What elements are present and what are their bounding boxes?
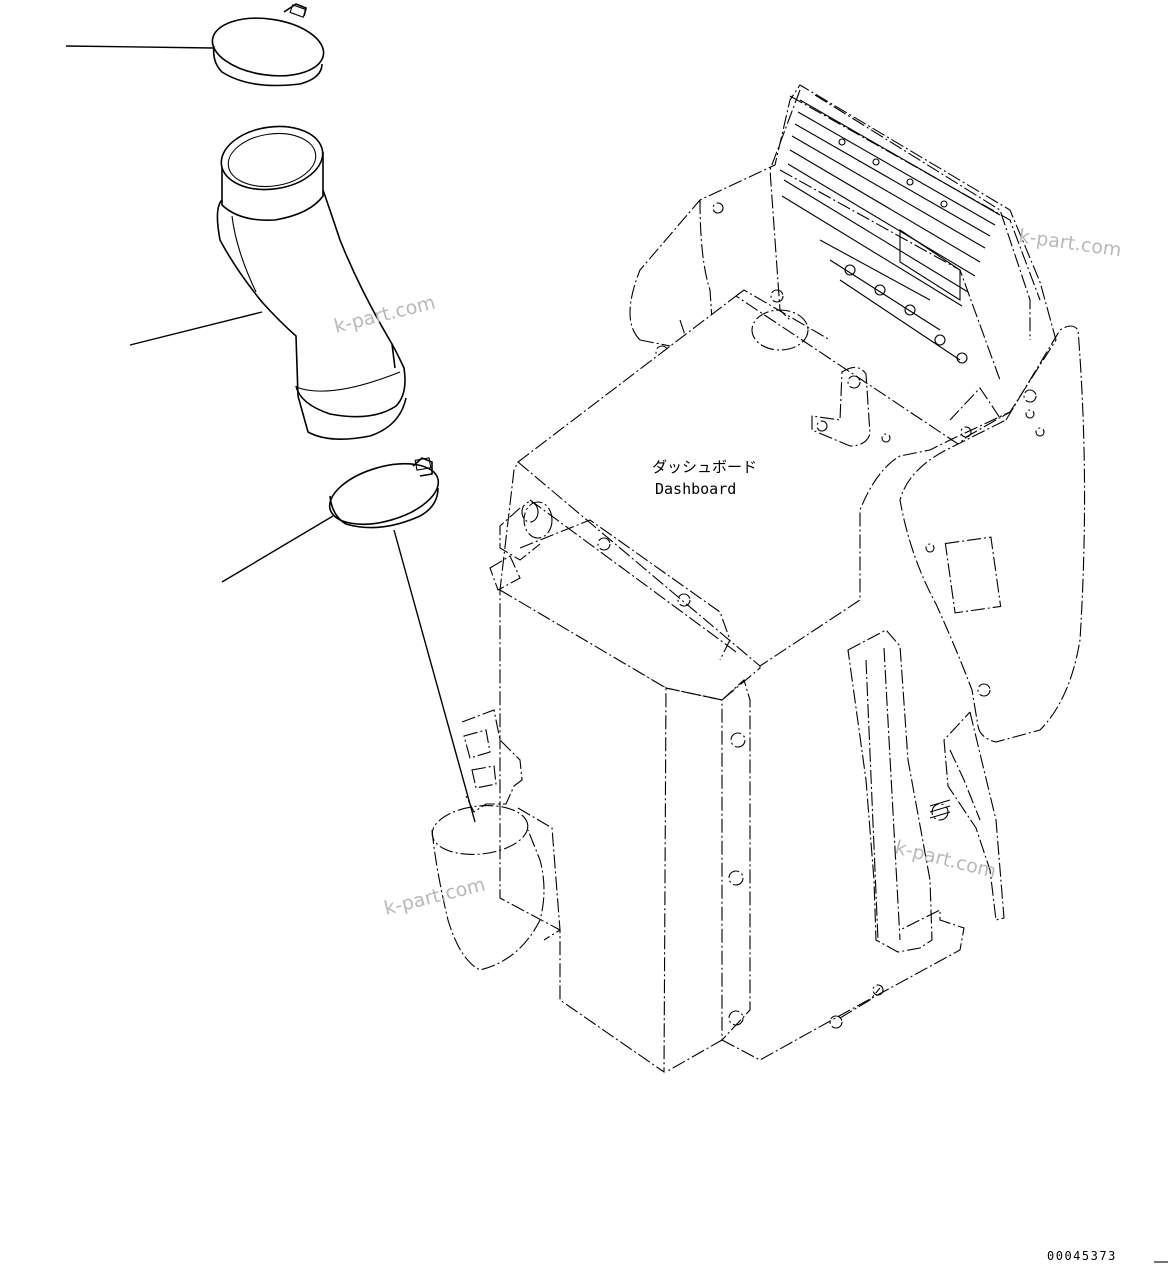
- dashboard-assembly: [431, 84, 1086, 1074]
- leader-line-upper-clamp: [65, 45, 214, 49]
- watermark-top-right: k-part.com: [1017, 225, 1123, 261]
- panel-label-plate: [944, 536, 1002, 614]
- watermark-lower-right: k-part.com: [893, 837, 999, 883]
- upper-hose-clamp: [211, 3, 325, 87]
- leader-line-clamp-to-port: [393, 529, 476, 823]
- dashboard-label-en: Dashboard: [655, 480, 736, 498]
- switch-panel-detail: [781, 99, 1001, 364]
- dashboard-label-jp: ダッシュボード: [652, 458, 757, 476]
- leader-line-lower-clamp: [221, 515, 334, 583]
- front-valve-fittings: [489, 501, 553, 591]
- lower-hose-clamp: [328, 457, 440, 529]
- leader-line-duct: [129, 311, 263, 346]
- top-port-opening: [751, 309, 809, 351]
- watermark-lower-left: k-part.com: [382, 873, 488, 919]
- air-duct: [216, 125, 407, 440]
- drawing-number: 00045373: [1047, 1249, 1117, 1263]
- lower-duct-connection: [431, 709, 561, 971]
